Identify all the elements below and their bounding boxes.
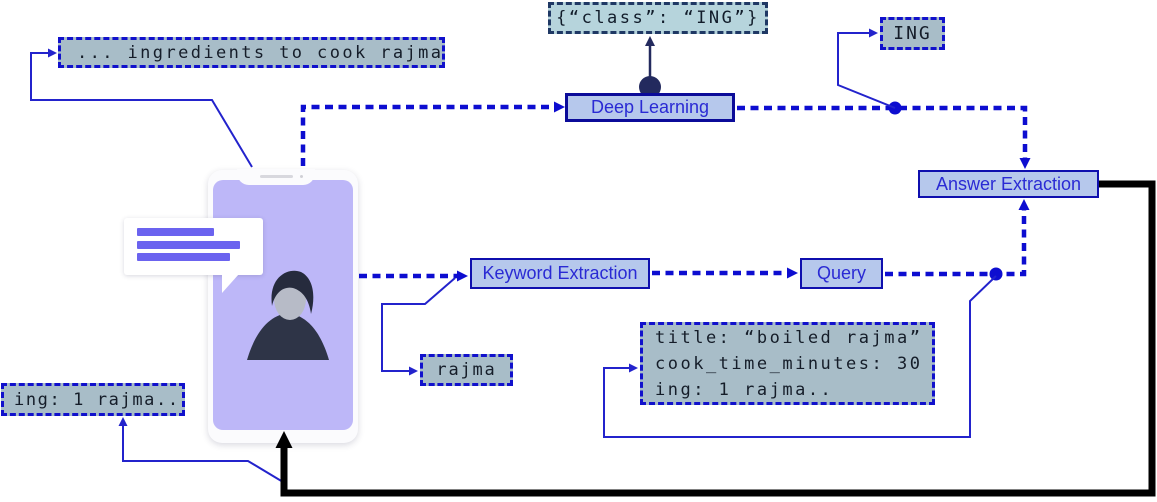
answer-snippet-text: ing: 1 rajma.. — [14, 389, 180, 410]
phone-camera-icon — [300, 175, 303, 178]
junction-dot — [989, 267, 1003, 281]
line-to-ing-tag-box — [837, 28, 896, 109]
line-to-db-record-box — [603, 275, 997, 438]
phone-notch — [237, 169, 315, 185]
db-record-line: cook_time_minutes: 30 — [655, 353, 923, 374]
db-record-box: title: “boiled rajma” cook_time_minutes:… — [640, 322, 935, 405]
query-node: Query — [800, 258, 883, 289]
db-record-line: title: “boiled rajma” — [655, 327, 923, 348]
line-answer-extraction-to-phone — [275, 180, 1156, 497]
connector-dot — [639, 76, 661, 98]
db-record-line: ing: 1 rajma.. — [655, 379, 834, 400]
classifier-output-box: {“class”: “ING”} — [548, 2, 768, 34]
keyword-extraction-label: Keyword Extraction — [482, 263, 638, 283]
arrow-query-to-answer-extraction — [885, 199, 1030, 277]
class-tag-box: ING — [880, 17, 945, 50]
keyword-box: rajma — [420, 354, 513, 386]
speech-bubble — [124, 218, 263, 293]
arrow-deep-learning-to-answer-extraction — [737, 105, 1031, 169]
line-phone-to-utterance-box — [30, 48, 253, 168]
deep-learning-label: Deep Learning — [590, 97, 710, 117]
keyword-extraction-node: Keyword Extraction — [470, 258, 650, 289]
bubble-text-line — [137, 228, 214, 236]
keyword-text: rajma — [436, 360, 497, 380]
user-utterance-text: ... ingredients to cook rajma — [77, 42, 444, 63]
class-tag-text: ING — [893, 23, 932, 44]
answer-extraction-node: Answer Extraction — [918, 170, 1099, 198]
line-to-keyword-box — [381, 277, 456, 376]
answer-extraction-label: Answer Extraction — [935, 173, 1082, 194]
query-label: Query — [816, 263, 867, 283]
bubble-tail — [222, 274, 239, 293]
bubble-text-line — [137, 241, 240, 249]
arrow-phone-to-deep-learning — [300, 101, 565, 166]
deep-learning-node: Deep Learning — [565, 93, 735, 122]
user-utterance-box: ... ingredients to cook rajma — [58, 37, 445, 68]
line-to-answer-snippet-box — [118, 417, 284, 483]
classifier-output-text: {“class”: “ING”} — [556, 8, 760, 28]
phone-speaker-icon — [260, 175, 293, 178]
user-avatar — [247, 270, 329, 360]
answer-snippet-box: ing: 1 rajma.. — [1, 383, 185, 416]
bubble-text-line — [137, 253, 230, 261]
